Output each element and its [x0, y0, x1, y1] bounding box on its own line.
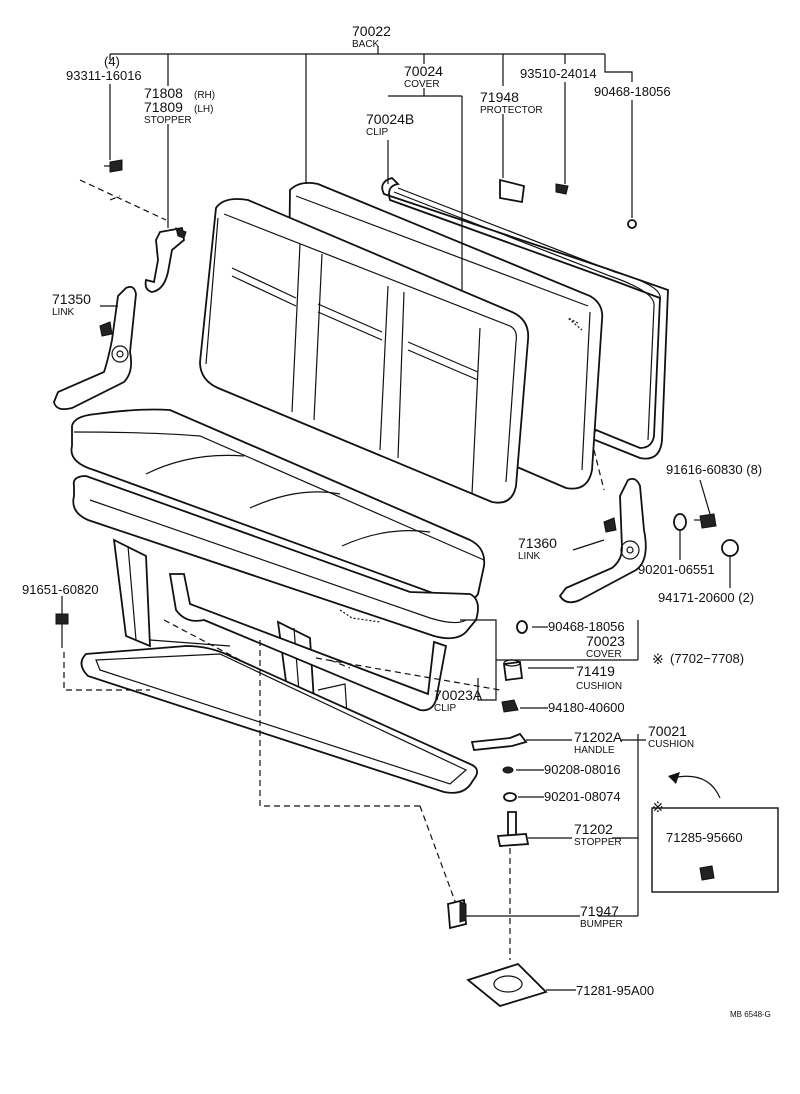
- washer-90201-06551: [673, 513, 687, 531]
- inset-arrowhead: [668, 772, 680, 784]
- label-stopper-bottom-no: 71202: [574, 821, 613, 837]
- label-bolt-91651: 91651-60820: [22, 582, 99, 597]
- nut-90468-top: [627, 219, 637, 229]
- label-cushion-assy-no: 70021: [648, 723, 687, 739]
- note-mark-2: ※: [652, 799, 664, 815]
- seat-base: [72, 475, 479, 640]
- left-link-part: [53, 285, 137, 411]
- label-link-right-no: 71360: [518, 535, 557, 551]
- bolt-91616: [694, 513, 717, 529]
- label-stopper-lh-no: 71809: [144, 99, 183, 115]
- label-bolt-93311: 93311-16016: [66, 68, 142, 83]
- label-screw-93510: 93510-24014: [520, 66, 597, 81]
- bolt-93311: [104, 159, 123, 173]
- bumper-71947: [447, 898, 467, 930]
- label-stopper-bottom-name: STOPPER: [574, 837, 622, 848]
- label-cushion-71419-no: 71419: [576, 663, 615, 679]
- inset-arrow: [671, 775, 721, 799]
- back-pad: [199, 198, 530, 504]
- seat-cushion: [70, 408, 486, 603]
- label-bolt-91616: 91616-60830 (8): [666, 462, 762, 477]
- label-cushion-assy-name: CUSHION: [648, 739, 694, 750]
- cushion-71419: [502, 659, 524, 682]
- label-stopper-rh-side: (RH): [194, 90, 215, 101]
- inset-box: [651, 807, 779, 893]
- label-washer-90201-08074: 90201-08074: [544, 789, 621, 804]
- bolt-91651: [55, 613, 69, 648]
- label-handle-name: HANDLE: [574, 745, 615, 756]
- washer-90208: [502, 766, 514, 774]
- label-plate: 71281-95A00: [576, 983, 654, 998]
- label-nut-94180: 94180-40600: [548, 700, 625, 715]
- label-washer-90201-06551: 90201-06551: [638, 562, 715, 577]
- floor-frame: [80, 639, 479, 794]
- label-cap-94171: 94171-20600 (2): [658, 590, 754, 605]
- label-range-note: (7702−7708): [670, 651, 744, 666]
- label-cover-back-name: COVER: [404, 79, 440, 90]
- label-bumper-no: 71947: [580, 903, 619, 919]
- right-link-part: [558, 477, 647, 604]
- label-protector-no: 71948: [480, 89, 519, 105]
- back-frame: [381, 176, 669, 460]
- leader-lines: [61, 46, 731, 991]
- label-link-right-name: LINK: [518, 551, 541, 562]
- handle-71202A: [470, 732, 528, 751]
- label-back-no: 70022: [352, 23, 391, 39]
- screw-93510: [555, 183, 569, 195]
- nut-90468-cushion: [516, 620, 528, 634]
- label-protector-name: PROTECTOR: [480, 105, 543, 116]
- label-stopper-lh-side: (LH): [194, 104, 213, 115]
- note-mark-1: ※: [652, 651, 664, 667]
- label-nut-90468-top: 90468-18056: [594, 84, 671, 99]
- label-handle-no: 71202A: [574, 729, 623, 745]
- label-inset-part: 71285-95660: [666, 830, 743, 845]
- inset-nut-icon: [699, 865, 715, 881]
- label-bumper-name: BUMPER: [580, 919, 623, 930]
- label-link-left-name: LINK: [52, 307, 75, 318]
- label-clip-cushion-name: CLIP: [434, 703, 457, 714]
- label-stopper-rh-no: 71808: [144, 85, 183, 101]
- label-link-left-no: 71350: [52, 291, 91, 307]
- label-cover-cushion-name: COVER: [586, 649, 622, 660]
- nut-94180: [501, 699, 519, 713]
- stopper-71202: [496, 811, 530, 847]
- protector-71948: [499, 178, 525, 204]
- stopper-part: [144, 226, 187, 293]
- label-qty4: (4): [104, 54, 120, 69]
- label-drawing-code: MB 6548-G: [730, 1010, 771, 1019]
- label-clip-back-name: CLIP: [366, 127, 389, 138]
- label-cushion-71419-name: CUSHION: [576, 681, 622, 692]
- label-cover-back-no: 70024: [404, 63, 443, 79]
- plate-71281: [466, 962, 548, 1008]
- label-cover-cushion-no: 70023: [586, 633, 625, 649]
- label-nut-90468-cushion: 90468-18056: [548, 619, 625, 634]
- label-stopper-name: STOPPER: [144, 115, 192, 126]
- cap-94171: [721, 539, 739, 557]
- label-back-name: BACK: [352, 39, 380, 50]
- washer-90201-08074: [503, 792, 517, 802]
- label-clip-back-no: 70024B: [366, 111, 414, 127]
- label-clip-cushion-no: 70023A: [434, 687, 483, 703]
- label-washer-90208: 90208-08016: [544, 762, 621, 777]
